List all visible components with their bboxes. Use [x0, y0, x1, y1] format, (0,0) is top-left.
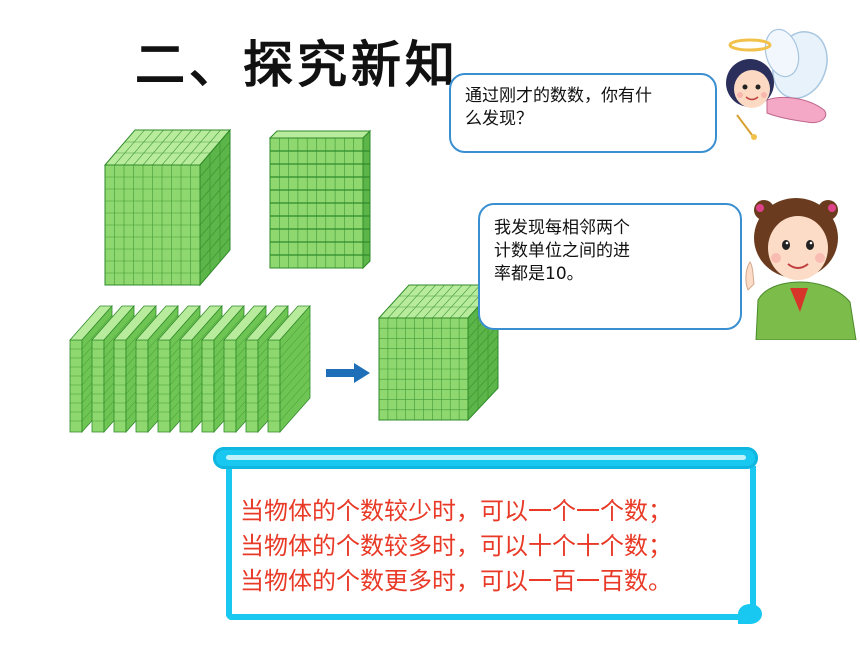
- summary-line: 当物体的个数更多时，可以一百一百数。: [240, 567, 672, 595]
- summary-text: 当物体的个数较少时，可以一个一个数； 当物体的个数较多时，可以十个十个数； 当物…: [240, 494, 672, 599]
- page-title: 二、探究新知: [135, 35, 459, 94]
- summary-scroll-body: [226, 466, 756, 620]
- fairy-character-icon: [726, 28, 828, 140]
- summary-line: 当物体的个数较少时，可以一个一个数；: [240, 497, 672, 525]
- right-arrow-icon: [326, 363, 370, 383]
- girl-bubble-line: 计数单位之间的进: [494, 240, 630, 261]
- summary-scroll-highlight: [226, 455, 746, 460]
- fairy-speech-bubble: 通过刚才的数数，你有什 么发现？: [449, 73, 717, 153]
- fairy-bubble-line: 通过刚才的数数，你有什: [465, 86, 652, 106]
- girl-character-icon: [745, 198, 857, 340]
- summary-line: 当物体的个数较多时，可以十个十个数；: [240, 532, 672, 560]
- thousand-cube: [103, 128, 232, 287]
- girl-bubble-line: 我发现每相邻两个: [494, 218, 630, 238]
- summary-scroll-curl: [738, 604, 762, 624]
- fairy-bubble-line: 么发现？: [465, 108, 533, 129]
- hundred-flat-stack: [268, 129, 372, 270]
- thousand-cube-result: [377, 283, 500, 422]
- girl-speech-bubble: 我发现每相邻两个 计数单位之间的进 率都是10。: [478, 203, 742, 330]
- girl-bubble-line: 率都是10。: [494, 263, 584, 284]
- ten-hundred-flats: [69, 305, 311, 433]
